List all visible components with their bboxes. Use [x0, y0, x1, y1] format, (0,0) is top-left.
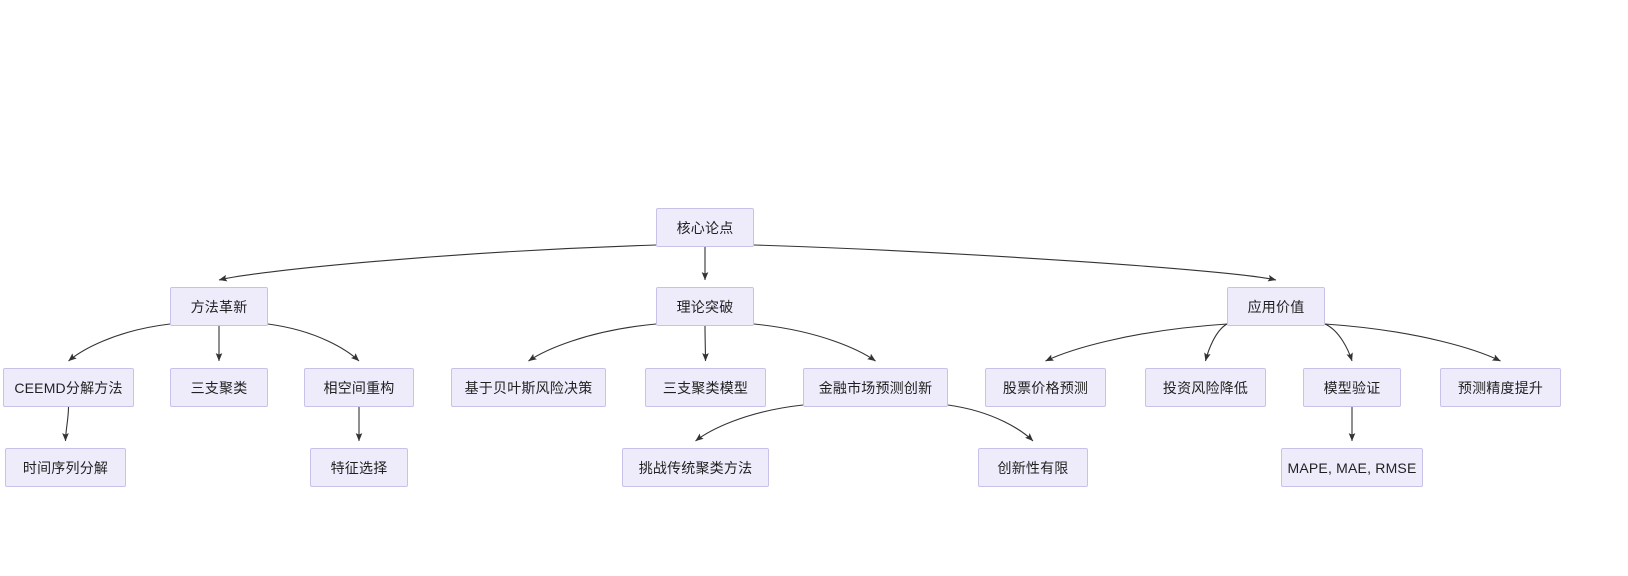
edge-b2-to-c4	[528, 323, 657, 362]
node-label: CEEMD分解方法	[14, 379, 123, 396]
node-root[interactable]: 核心论点	[656, 208, 754, 247]
node-c4[interactable]: 基于贝叶斯风险决策	[451, 368, 606, 407]
edge-root-to-b1	[218, 244, 657, 282]
node-label: 时间序列分解	[22, 459, 109, 476]
edge-c6-to-d3	[695, 404, 804, 442]
node-label: 理论突破	[676, 298, 734, 315]
node-label: 模型验证	[1323, 379, 1381, 396]
node-label: 预测精度提升	[1457, 379, 1544, 396]
node-b3[interactable]: 应用价值	[1227, 287, 1325, 326]
edge-c6-to-d4	[947, 404, 1034, 442]
node-label: 三支聚类	[190, 379, 248, 396]
node-c5[interactable]: 三支聚类模型	[645, 368, 766, 407]
edge-b3-to-c9	[1324, 323, 1353, 362]
node-c1[interactable]: CEEMD分解方法	[3, 368, 134, 407]
edge-root-to-b3	[753, 244, 1277, 282]
node-label: 相空间重构	[323, 379, 395, 396]
node-label: 方法革新	[190, 298, 248, 315]
node-c6[interactable]: 金融市场预测创新	[803, 368, 948, 407]
node-b2[interactable]: 理论突破	[656, 287, 754, 326]
edge-group	[62, 244, 1501, 442]
node-label: 三支聚类模型	[662, 379, 749, 396]
node-label: 创新性有限	[997, 459, 1069, 476]
node-c3[interactable]: 相空间重构	[304, 368, 414, 407]
edge-b1-to-c3	[267, 323, 360, 362]
node-label: 应用价值	[1247, 298, 1305, 315]
edge-b3-to-c10	[1324, 323, 1501, 362]
node-d3[interactable]: 挑战传统聚类方法	[622, 448, 769, 487]
edge-c1-to-d1	[62, 406, 70, 442]
edge-b3-to-c7	[1045, 323, 1228, 362]
node-b1[interactable]: 方法革新	[170, 287, 268, 326]
node-label: 投资风险降低	[1162, 379, 1249, 396]
edge-b2-to-c6	[753, 323, 876, 362]
node-label: 核心论点	[676, 219, 734, 236]
node-c10[interactable]: 预测精度提升	[1440, 368, 1561, 407]
node-label: 基于贝叶斯风险决策	[464, 379, 593, 396]
node-d4[interactable]: 创新性有限	[978, 448, 1088, 487]
node-label: 特征选择	[330, 459, 388, 476]
node-d1[interactable]: 时间序列分解	[5, 448, 126, 487]
node-label: 股票价格预测	[1002, 379, 1089, 396]
node-d5[interactable]: MAPE, MAE, RMSE	[1281, 448, 1423, 487]
node-c7[interactable]: 股票价格预测	[985, 368, 1106, 407]
edge-b3-to-c8	[1204, 323, 1228, 362]
edge-b1-to-c1	[68, 323, 171, 362]
edge-b2-to-c5	[702, 325, 709, 362]
node-c8[interactable]: 投资风险降低	[1145, 368, 1266, 407]
node-label: MAPE, MAE, RMSE	[1287, 459, 1417, 476]
node-c9[interactable]: 模型验证	[1303, 368, 1401, 407]
node-d2[interactable]: 特征选择	[310, 448, 408, 487]
node-label: 挑战传统聚类方法	[638, 459, 753, 476]
node-label: 金融市场预测创新	[818, 379, 933, 396]
node-c2[interactable]: 三支聚类	[170, 368, 268, 407]
